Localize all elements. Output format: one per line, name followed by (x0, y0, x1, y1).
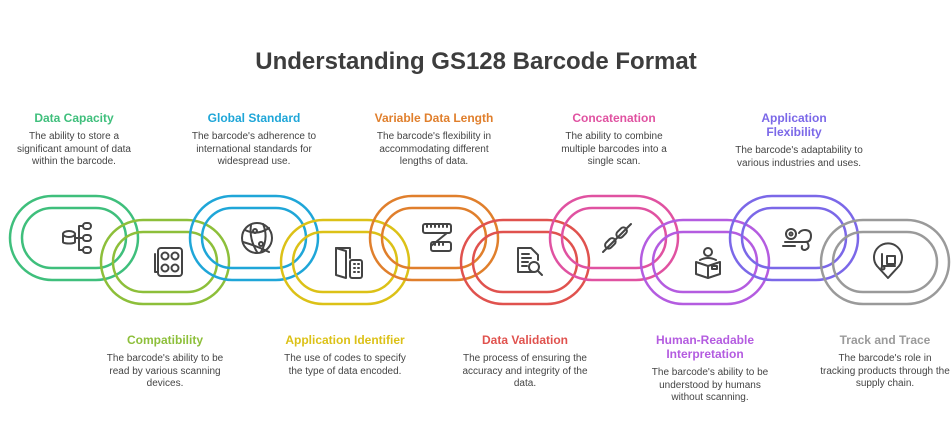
item-description: The barcode's adaptability to various in… (735, 145, 863, 169)
item-title: Track and Trace (839, 333, 931, 347)
page-title: Understanding GS128 Barcode Format (255, 48, 697, 75)
item-description: The ability to store a significant amoun… (17, 131, 131, 167)
link-outline (831, 230, 939, 294)
location-pin-icon (873, 242, 903, 279)
chain-link (459, 218, 591, 306)
link-outline (99, 218, 231, 306)
chain-link (368, 194, 500, 282)
chain-link (188, 194, 320, 282)
item-description: The barcode's adherence to international… (191, 131, 317, 167)
item-title: Concatenation (572, 111, 656, 125)
item-description: The barcode's flexibility in accommodati… (376, 131, 492, 167)
item-description: The ability to combine multiple barcodes… (561, 131, 667, 167)
link-outline (819, 218, 951, 306)
outlet-icon (154, 247, 183, 277)
link-outline (728, 194, 860, 282)
link-outline (188, 194, 320, 282)
door-keypad-icon (335, 247, 363, 279)
item-title: Compatibility (126, 333, 203, 347)
link-outline (548, 194, 680, 282)
item-description: The barcode's ability to be understood b… (651, 367, 769, 403)
link-outline (8, 194, 140, 282)
document-search-icon (517, 247, 543, 276)
link-outline (459, 218, 591, 306)
item-title: Data Validation (481, 333, 569, 347)
chain-icon (602, 223, 632, 253)
chain-link (99, 218, 231, 306)
chain-link (279, 218, 411, 306)
item-title: Human-Readable Interpretation (655, 333, 755, 361)
reader-icon (695, 247, 721, 279)
link-outline (639, 218, 771, 306)
item-description: The barcode's role in tracking products … (820, 353, 950, 389)
item-title: Data Capacity (34, 111, 114, 125)
item-title: Global Standard (207, 111, 301, 125)
link-outline (471, 230, 579, 294)
chain-link (639, 218, 771, 306)
chameleon-icon (782, 228, 812, 251)
link-outline (651, 230, 759, 294)
database-icon (62, 222, 92, 254)
globe-icon (241, 222, 273, 254)
chain-link (819, 218, 951, 306)
item-title: Application Identifier (285, 333, 405, 347)
link-outline (279, 218, 411, 306)
item-description: The use of codes to specify the type of … (284, 353, 406, 377)
item-description: The process of ensuring the accuracy and… (462, 353, 588, 389)
link-outline (368, 194, 500, 282)
item-description: The barcode's ability to be read by vari… (106, 353, 224, 389)
link-outline (111, 230, 219, 294)
measuring-tape-icon (422, 223, 452, 252)
item-title: Application Flexibility (761, 111, 827, 139)
link-outline (291, 230, 399, 294)
item-title: Variable Data Length (374, 111, 494, 125)
